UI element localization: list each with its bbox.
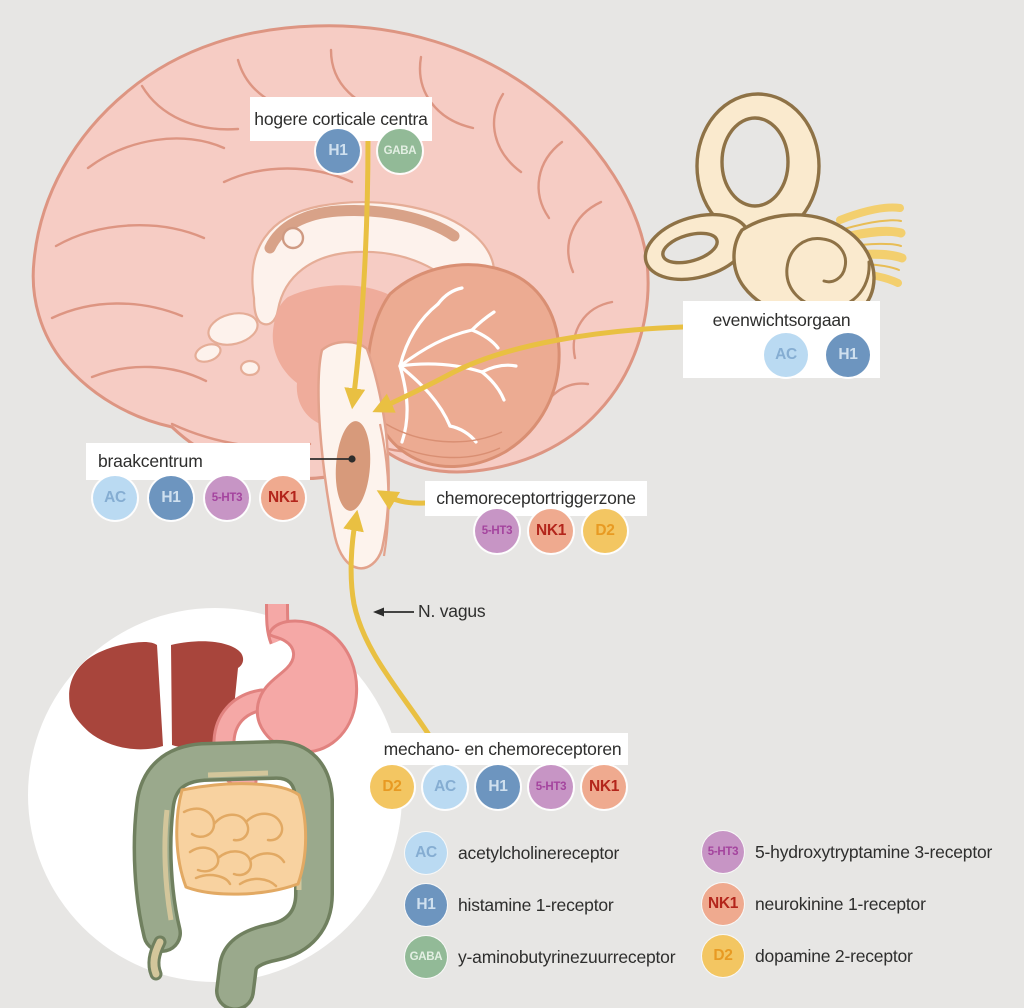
mechano-chemo-badges: D2 AC H1 5-HT3 NK1 [370,765,626,809]
pointer-lines [310,455,414,617]
legend-item-ac: AC acetylcholinereceptor [405,832,675,874]
receptor-badge-5ht3: 5-HT3 [529,765,573,809]
vagus-label: N. vagus [418,601,486,621]
receptor-badge-nk1: NK1 [261,476,305,520]
receptor-badge-gaba: GABA [378,129,422,173]
corpus-callosum [264,205,460,254]
legend-label-nk1: neurokinine 1-receptor [755,893,926,914]
receptor-badge-5ht3: 5-HT3 [205,476,249,520]
callout-mechano-chemoreceptors: mechano- en chemoreceptoren D2 AC H1 5-H… [370,733,628,809]
vomiting-centre-badges: AC H1 5-HT3 NK1 [93,476,305,520]
legend-item-nk1: NK1 neurokinine 1-receptor [702,883,992,925]
arbor-vitae [398,286,518,444]
receptor-badge-nk1: NK1 [529,509,573,553]
legend-column-right: 5-HT3 5-hydroxytryptamine 3-receptor NK1… [702,831,992,987]
callout-vagus-nerve: N. vagus [418,601,486,622]
arrow-ctz-to-brainstem [376,490,428,511]
small-intestine-illustration [175,782,308,896]
callout-chemoreceptor-trigger-zone: chemoreceptortriggerzone 5-HT3 NK1 D2 [425,481,647,553]
ctz-badges: 5-HT3 NK1 D2 [475,509,627,553]
ctz-label: chemoreceptortriggerzone [425,481,647,516]
receptor-badge-ac: AC [405,832,447,874]
vomiting-centre-label: braakcentrum [86,443,310,480]
receptor-badge-h1: H1 [149,476,193,520]
vomiting-center-marker [335,421,371,511]
mammillary-body [239,359,261,377]
legend-label-h1: histamine 1-receptor [458,894,614,915]
arrow-vagus-to-brainstem [343,509,432,738]
receptor-badge-5ht3: 5-HT3 [475,509,519,553]
mechano-chemo-label: mechano- en chemoreceptoren [377,733,628,765]
legend-label-gaba: y-aminobutyrinezuurreceptor [458,946,676,967]
receptor-badge-h1: H1 [405,884,447,926]
cerebellum-folia [385,423,503,459]
brain-illustration [31,24,650,570]
receptor-badge-5ht3: 5-HT3 [702,831,744,873]
arrow-cortical-to-brainstem [344,135,371,410]
legend-item-5ht3: 5-HT3 5-hydroxytryptamine 3-receptor [702,831,992,873]
gi-inset-illustration [28,603,402,1008]
optic-chiasm [194,343,222,363]
higher-cortical-badges: H1 GABA [316,129,422,173]
receptor-badge-d2: D2 [702,935,744,977]
hypothalamus [207,312,259,346]
receptor-badge-nk1: NK1 [702,883,744,925]
legend-column-left: AC acetylcholinereceptor H1 histamine 1-… [405,832,676,988]
receptor-badge-ac: AC [423,765,467,809]
receptor-badge-d2: D2 [370,765,414,809]
legend-item-d2: D2 dopamine 2-receptor [702,935,992,977]
callout-vomiting-centre: braakcentrum AC H1 5-HT3 NK1 [86,443,310,520]
legend-label-d2: dopamine 2-receptor [755,945,913,966]
arrow-vestibular-to-brainstem [372,324,686,413]
receptor-badge-ac: AC [93,476,137,520]
pathway-arrows [343,135,686,738]
inner-ear-illustration [643,92,907,333]
legend-item-gaba: GABA y-aminobutyrinezuurreceptor [405,936,676,978]
legend-label-ac: acetylcholinereceptor [458,842,620,863]
legend-label-5ht3: 5-hydroxytryptamine 3-receptor [755,841,993,862]
receptor-badge-gaba: GABA [405,936,447,978]
receptor-badge-h1: H1 [316,129,360,173]
receptor-badge-h1: H1 [826,333,870,377]
vestibular-badges: AC H1 [764,333,870,377]
receptor-badge-d2: D2 [583,509,627,553]
receptor-badge-ac: AC [764,333,808,377]
receptor-badge-nk1: NK1 [582,765,626,809]
callout-vestibular-organ: evenwichtsorgaan AC H1 [683,301,880,378]
interthalamic-adhesion [281,226,305,250]
receptor-badge-h1: H1 [476,765,520,809]
callout-higher-cortical-centres: hogere corticale centra H1 GABA [250,97,432,173]
legend-item-h1: H1 histamine 1-receptor [405,884,675,926]
